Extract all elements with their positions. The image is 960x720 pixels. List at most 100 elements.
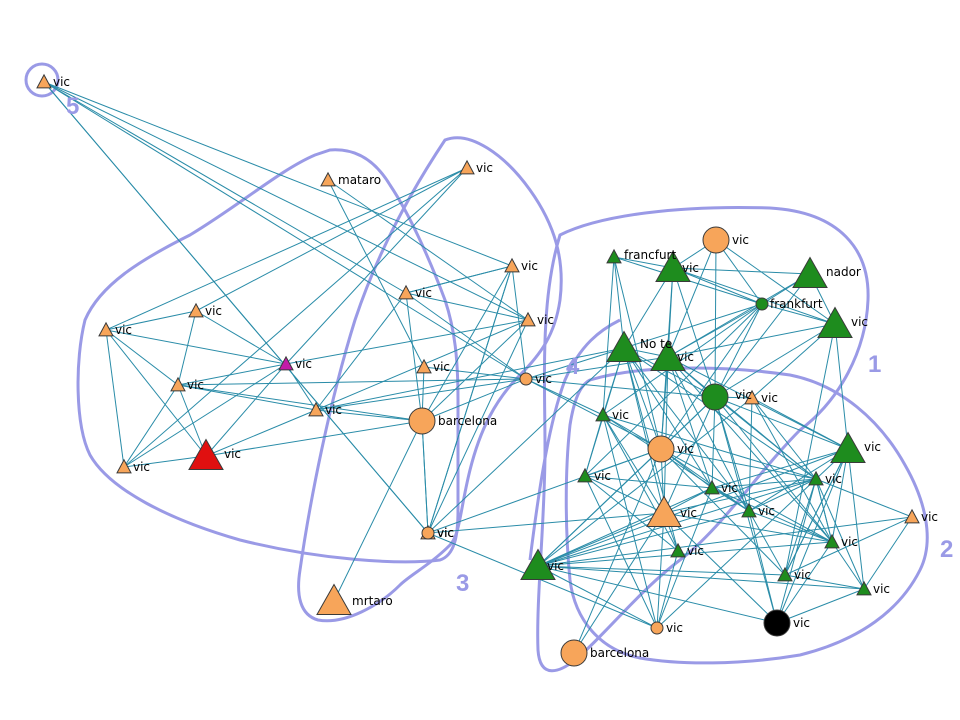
edge	[602, 414, 817, 480]
node-n34[interactable]	[741, 502, 757, 518]
node-label-n20: francfurt	[624, 248, 676, 262]
node-n42[interactable]	[520, 548, 556, 580]
node-label-n17: vic	[535, 372, 552, 386]
edge	[421, 265, 513, 422]
edge	[656, 478, 817, 629]
node-n44[interactable]	[650, 621, 664, 635]
node-n13[interactable]	[308, 401, 324, 417]
cluster-number-layer: 1 2 3 4 5	[66, 93, 953, 597]
edge	[525, 378, 716, 398]
node-label-n16: barcelona	[438, 414, 497, 428]
node-n29[interactable]	[744, 389, 760, 405]
node-n26[interactable]	[606, 330, 642, 362]
node-n19[interactable]	[316, 583, 352, 615]
node-label-n40: vic	[921, 510, 938, 524]
node-label-n30: vic	[612, 408, 629, 422]
node-n31[interactable]	[647, 435, 675, 463]
node-n36[interactable]	[808, 470, 824, 486]
edge	[623, 347, 665, 514]
node-label-n13: vic	[325, 403, 342, 417]
node-n12[interactable]	[520, 311, 536, 327]
edge	[43, 81, 529, 321]
node-n05[interactable]	[188, 302, 204, 318]
node-n27[interactable]	[650, 339, 686, 371]
node-n02[interactable]	[320, 171, 336, 187]
edge	[784, 516, 913, 576]
node-n28[interactable]	[701, 383, 729, 411]
node-n20[interactable]	[606, 248, 622, 264]
node-n43[interactable]	[856, 580, 872, 596]
edge	[421, 319, 529, 422]
node-n22[interactable]	[702, 226, 730, 254]
edge	[660, 448, 817, 480]
edge	[205, 409, 317, 457]
edge	[195, 167, 468, 312]
node-n38[interactable]	[824, 533, 840, 549]
node-label-n38: vic	[841, 535, 858, 549]
edge	[333, 420, 423, 602]
node-n10[interactable]	[188, 438, 224, 470]
node-n07[interactable]	[278, 355, 294, 371]
edge	[714, 396, 817, 480]
node-label-n07: vic	[295, 357, 312, 371]
cluster-number-1: 1	[868, 351, 881, 378]
node-label-n24: frankfurt	[770, 297, 823, 311]
node-n14[interactable]	[416, 358, 432, 374]
node-n18[interactable]	[421, 526, 435, 540]
edge	[177, 363, 287, 386]
node-label-n34: vic	[758, 504, 775, 518]
node-n17[interactable]	[519, 372, 533, 386]
node-n21[interactable]	[655, 250, 691, 282]
node-n37[interactable]	[830, 431, 866, 463]
edge	[711, 487, 833, 543]
edge	[748, 397, 753, 512]
edge	[663, 487, 713, 514]
node-label-n32: vic	[594, 469, 611, 483]
node-n39[interactable]	[777, 566, 793, 582]
node-n11[interactable]	[398, 284, 414, 300]
edge	[602, 256, 615, 416]
node-label-n05: vic	[205, 304, 222, 318]
node-n46[interactable]	[560, 639, 588, 667]
edge	[511, 265, 527, 380]
node-n33[interactable]	[704, 479, 720, 495]
node-n08[interactable]	[170, 376, 186, 392]
edge	[784, 478, 817, 576]
node-n01[interactable]	[36, 73, 52, 89]
node-n06[interactable]	[98, 321, 114, 337]
node-label-n45: vic	[793, 616, 810, 630]
node-n24[interactable]	[755, 297, 769, 311]
edge	[405, 292, 527, 380]
edge	[537, 512, 665, 567]
node-n16[interactable]	[408, 407, 436, 435]
edge	[105, 329, 287, 365]
node-n04[interactable]	[504, 257, 520, 273]
node-n32[interactable]	[577, 467, 593, 483]
edge	[537, 487, 713, 567]
edge	[847, 448, 865, 590]
node-n40[interactable]	[904, 508, 920, 524]
edge	[405, 292, 423, 422]
edge	[714, 396, 833, 543]
node-n23[interactable]	[792, 256, 828, 288]
edge	[405, 292, 529, 321]
node-n41[interactable]	[670, 542, 686, 558]
node-n03[interactable]	[459, 159, 475, 175]
node-label-n41: vic	[687, 544, 704, 558]
node-n30[interactable]	[595, 406, 611, 422]
node-label-n26: No te	[640, 337, 672, 351]
edge-layer	[43, 81, 913, 654]
node-label-n44: vic	[666, 621, 683, 635]
node-n35[interactable]	[646, 495, 682, 527]
edge	[205, 420, 423, 457]
edge	[43, 81, 527, 380]
node-n25[interactable]	[817, 306, 853, 338]
edge	[537, 510, 750, 567]
edge	[660, 448, 786, 576]
edge	[751, 397, 849, 450]
node-label-n31: vic	[677, 442, 694, 456]
node-label-n18: vic	[437, 526, 454, 540]
node-n45[interactable]	[763, 609, 791, 637]
cluster-hull-1b	[528, 318, 621, 561]
node-n09[interactable]	[116, 458, 132, 474]
